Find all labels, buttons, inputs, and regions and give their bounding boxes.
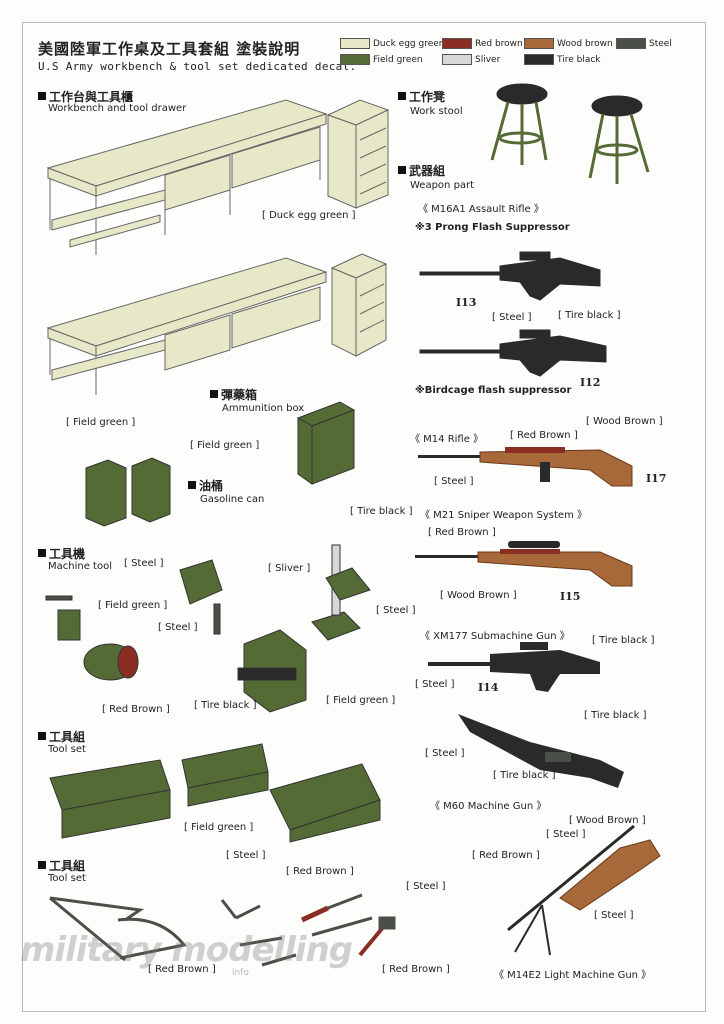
m14e2-illustration: [507, 824, 661, 956]
callout-tire-black: [ Tire black ]: [194, 700, 257, 711]
callout-red-brown: [ Red Brown ]: [286, 866, 354, 877]
callout-red-brown: [ Red Brown ]: [148, 964, 216, 975]
callout-duck-egg: [ Duck egg green ]: [262, 210, 356, 221]
m14-rifle-illustration: [418, 447, 633, 487]
section-gas-title: 油桶: [188, 477, 223, 494]
callout-tire-black: [ Tire black ]: [592, 635, 655, 646]
callout-wood-brown: [ Wood Brown ]: [569, 815, 646, 826]
callout-red-brown: [ Red Brown ]: [510, 430, 578, 441]
weapon-title-m16: 《 M16A1 Assault Rifle 》: [418, 204, 544, 215]
callout-tire-black: [ Tire black ]: [558, 310, 621, 321]
callout-steel: [ Steel ]: [158, 622, 198, 633]
callout-red-brown: [ Red Brown ]: [102, 704, 170, 715]
part-number-i14: I14: [478, 681, 499, 694]
weapon-title-m21: 《 M21 Sniper Weapon System 》: [420, 510, 587, 521]
legend-item: Field green: [340, 54, 423, 65]
part-number-i17: I17: [646, 472, 667, 485]
legend-item: Steel: [616, 38, 672, 49]
swatch: [442, 54, 472, 65]
callout-sliver: [ Sliver ]: [268, 563, 311, 574]
callout-steel: [ Steel ]: [492, 312, 532, 323]
legend-item: Sliver: [442, 54, 500, 65]
swatch: [524, 38, 554, 49]
callout-field-green: [ Field green ]: [326, 695, 396, 706]
callout-steel: [ Steel ]: [434, 476, 474, 487]
swatch: [524, 54, 554, 65]
weapon-title-m60: 《 M60 Machine Gun 》: [430, 801, 547, 812]
section-machine-subtitle: Machine tool: [48, 561, 112, 572]
m21-rifle-illustration: [415, 541, 633, 587]
workbench-illustration-1: [46, 99, 328, 255]
callout-tire-black: [ Tire black ]: [350, 506, 413, 517]
callout-steel: [ Steel ]: [594, 910, 634, 921]
callout-red-brown: [ Red Brown ]: [428, 527, 496, 538]
legend-item: Tire black: [524, 54, 601, 65]
tool-drawer-illustration-1: [326, 99, 390, 209]
legend-item: Red brown: [442, 38, 523, 49]
page-title-en: U.S Army workbench & tool set dedicated …: [38, 60, 357, 73]
part-number-i15: I15: [560, 590, 581, 603]
legend-item: Wood brown: [524, 38, 613, 49]
part-number-i12: I12: [580, 376, 601, 389]
ammo-box-illustration: [296, 401, 356, 485]
callout-tire-black: [ Tire black ]: [493, 770, 556, 781]
section-ammo-subtitle: Ammunition box: [222, 403, 305, 414]
callout-tire-black: [ Tire black ]: [584, 710, 647, 721]
legend-item: Duck egg green: [340, 38, 444, 49]
swatch: [442, 38, 472, 49]
xm177-illustration: [428, 642, 600, 692]
section-workbench-subtitle: Workbench and tool drawer: [48, 103, 187, 114]
page-border: [22, 22, 706, 1012]
m60-illustration: [458, 714, 624, 788]
callout-field-green: [ Field green ]: [66, 417, 136, 428]
callout-field-green: [ Field green ]: [184, 822, 254, 833]
hand-tools-illustration: [49, 893, 396, 967]
callout-steel: [ Steel ]: [425, 748, 465, 759]
section-stool-title: 工作凳: [398, 88, 445, 105]
section-weapon-title: 武器組: [398, 162, 445, 179]
swatch: [340, 54, 370, 65]
watermark-sub: info: [232, 968, 249, 978]
section-workbench-title: 工作台與工具櫃: [38, 88, 133, 105]
swatch: [616, 38, 646, 49]
part-number-i13: I13: [456, 296, 477, 309]
note-prong-suppressor: ※3 Prong Flash Suppressor: [415, 222, 570, 233]
callout-red-brown: [ Red Brown ]: [382, 964, 450, 975]
callout-steel: [ Steel ]: [376, 605, 416, 616]
section-stool-subtitle: Work stool: [410, 106, 463, 117]
callout-wood-brown: [ Wood Brown ]: [440, 590, 517, 601]
section-toolset1-title: 工具組: [38, 728, 85, 745]
callout-steel: [ Steel ]: [226, 850, 266, 861]
section-machine-title: 工具機: [38, 545, 85, 562]
weapon-title-m14e2: 《 M14E2 Light Machine Gun 》: [494, 970, 652, 981]
section-ammo-title: 彈藥箱: [210, 386, 257, 403]
tool-drawer-illustration-2: [330, 253, 388, 357]
swatch: [340, 38, 370, 49]
section-weapon-subtitle: Weapon part: [410, 180, 475, 191]
callout-steel: [ Steel ]: [546, 829, 586, 840]
callout-wood-brown: [ Wood Brown ]: [586, 416, 663, 427]
callout-steel: [ Steel ]: [415, 679, 455, 690]
machine-tool-illustration: [45, 544, 371, 713]
callout-field-green: [ Field green ]: [98, 600, 168, 611]
weapon-title-m14: 《 M14 Rifle 》: [410, 434, 484, 445]
note-birdcage-suppressor: ※Birdcage flash suppressor: [415, 385, 572, 396]
section-toolset2-title: 工具組: [38, 857, 85, 874]
section-toolset2-subtitle: Tool set: [48, 873, 86, 884]
workbench-illustration-2: [46, 257, 328, 395]
page-title-cn: 美國陸軍工作桌及工具套組 塗裝說明: [38, 40, 301, 58]
section-gas-subtitle: Gasoline can: [200, 494, 265, 505]
m16-rifle-illustration: [419, 251, 607, 377]
gasoline-can-illustration: [85, 457, 171, 527]
section-toolset1-subtitle: Tool set: [48, 744, 86, 755]
work-stool-illustration: [490, 83, 650, 184]
weapon-title-xm177: 《 XM177 Submachine Gun 》: [420, 631, 570, 642]
callout-steel: [ Steel ]: [406, 881, 446, 892]
tool-box-illustration: [49, 743, 381, 843]
callout-steel: [ Steel ]: [124, 558, 164, 569]
watermark-logo: military modelling: [20, 930, 353, 970]
callout-red-brown: [ Red Brown ]: [472, 850, 540, 861]
callout-field-green: [ Field green ]: [190, 440, 260, 451]
